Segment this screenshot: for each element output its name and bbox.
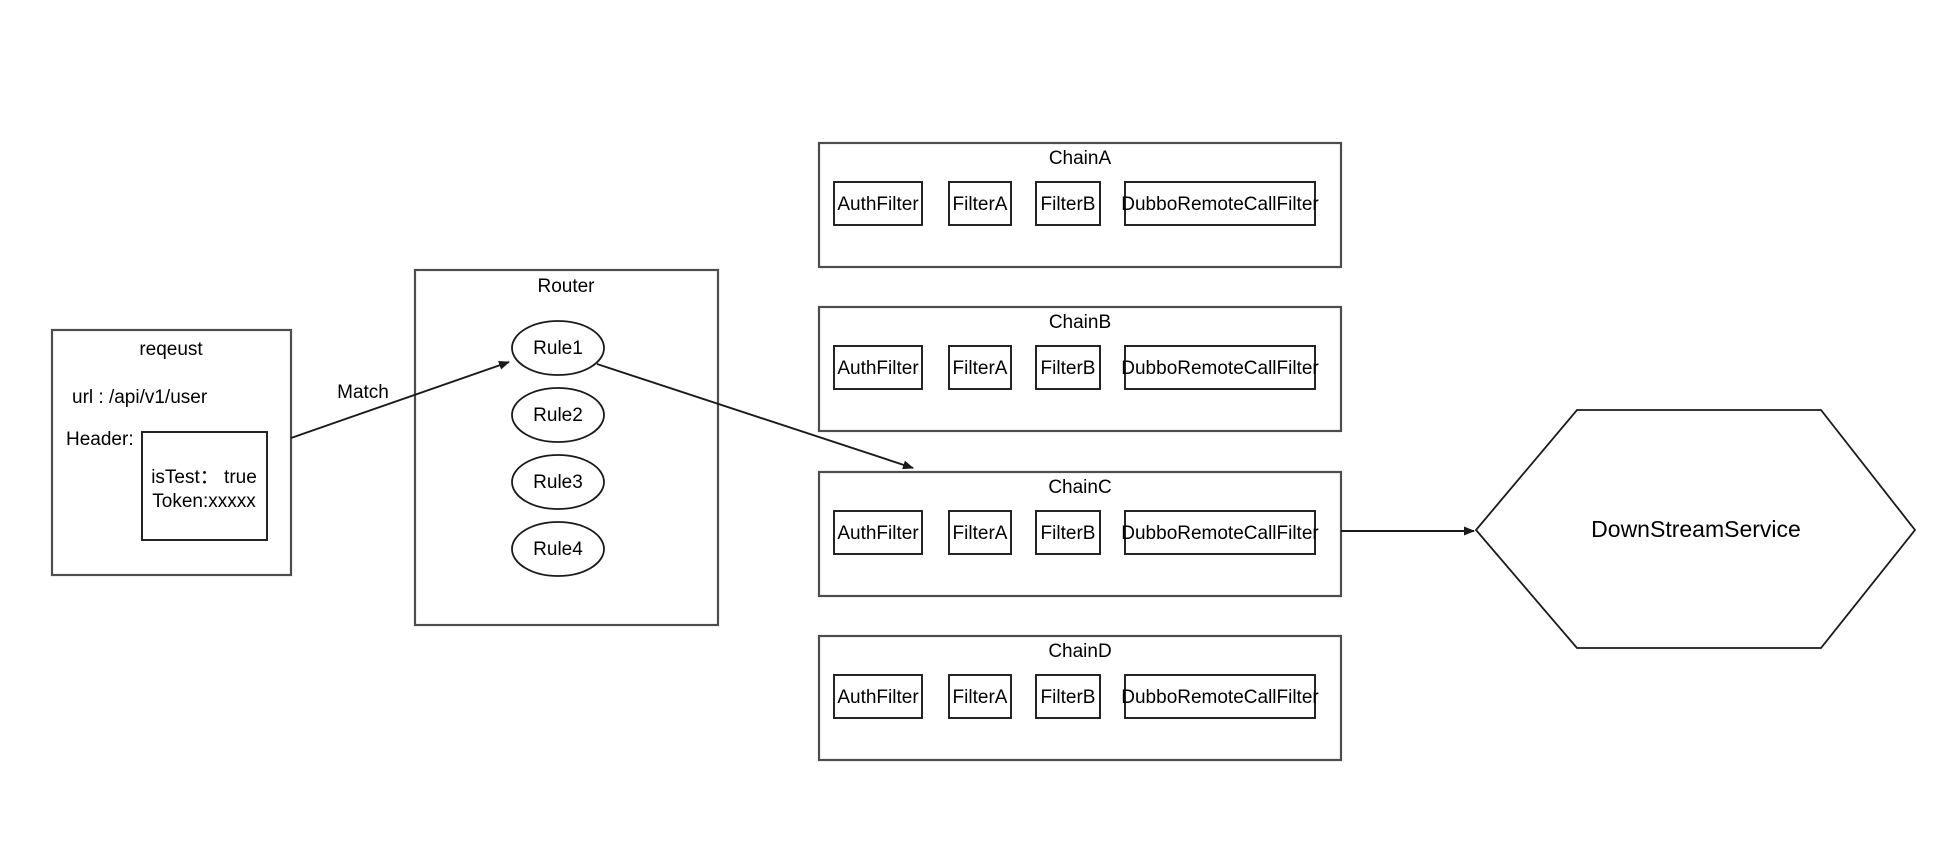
chaind-filter-filterb[interactable]: FilterB (1035, 674, 1101, 719)
chainc-title: ChainC (1048, 477, 1111, 498)
rule4-ellipse[interactable] (511, 521, 605, 577)
chain-node-a[interactable]: ChainA AuthFilter FilterA FilterB DubboR… (817, 141, 1343, 269)
chainb-filter-box-2[interactable] (1035, 345, 1101, 390)
chainc-filter-dubboremotecallfilter[interactable]: DubboRemoteCallFilter (1121, 510, 1319, 555)
rule1-ellipse[interactable] (511, 320, 605, 376)
chaina-filter-filterb[interactable]: FilterB (1035, 181, 1101, 226)
chainb-filter-label-1: FilterA (953, 358, 1008, 379)
chaind-filter-box-1[interactable] (948, 674, 1012, 719)
chainb-filter-label-3: DubboRemoteCallFilter (1121, 358, 1319, 379)
chain-node-d[interactable]: ChainD AuthFilter FilterA FilterB DubboR… (817, 634, 1343, 762)
chaina-filter-authfilter[interactable]: AuthFilter (833, 181, 923, 226)
header-entry-token: Token:xxxxx (152, 491, 256, 512)
downstream-hexagon[interactable] (1474, 409, 1917, 649)
edge-request-to-rule1: Match (290, 361, 510, 439)
chainc-filter-box-1[interactable] (948, 510, 1012, 555)
rule-item-3[interactable]: Rule3 (511, 454, 605, 510)
chainc-filter-label-2: FilterB (1041, 523, 1096, 544)
router-title: Router (537, 276, 595, 297)
chainb-filter-box-0[interactable] (833, 345, 923, 390)
chainc-filter-label-3: DubboRemoteCallFilter (1121, 523, 1319, 544)
chainb-filter-label-2: FilterB (1041, 358, 1096, 379)
chaina-filter-box-0[interactable] (833, 181, 923, 226)
chainc-filter-filtera[interactable]: FilterA (948, 510, 1012, 555)
chaind-filter-label-0: AuthFilter (837, 687, 919, 708)
chaind-filter-dubboremotecallfilter[interactable]: DubboRemoteCallFilter (1121, 674, 1319, 719)
chaina-filter-box-1[interactable] (948, 181, 1012, 226)
chaind-filter-filtera[interactable]: FilterA (948, 674, 1012, 719)
rule1-label: Rule1 (533, 338, 583, 359)
rule-item-1[interactable]: Rule1 (511, 320, 605, 376)
downstream-service-node[interactable]: DownStreamService (1474, 409, 1917, 649)
rule3-label: Rule3 (533, 472, 583, 493)
chaina-filter-dubboremotecallfilter[interactable]: DubboRemoteCallFilter (1121, 181, 1319, 226)
chainc-filter-label-0: AuthFilter (837, 523, 919, 544)
downstream-label: DownStreamService (1591, 516, 1801, 542)
chaind-filter-label-2: FilterB (1041, 687, 1096, 708)
chaina-filter-label-3: DubboRemoteCallFilter (1121, 194, 1319, 215)
rule2-ellipse[interactable] (511, 387, 605, 443)
chainb-filter-filtera[interactable]: FilterA (948, 345, 1012, 390)
request-title: reqeust (139, 339, 203, 360)
request-url: url : /api/v1/user (72, 387, 208, 408)
chainb-filter-filterb[interactable]: FilterB (1035, 345, 1101, 390)
edge-rule1-to-chainc (596, 363, 914, 470)
rule4-label: Rule4 (533, 539, 583, 560)
chaina-filter-label-1: FilterA (953, 194, 1008, 215)
chaind-filter-box-0[interactable] (833, 674, 923, 719)
request-header-label: Header: (66, 429, 134, 450)
chainc-filter-box-0[interactable] (833, 510, 923, 555)
rule3-ellipse[interactable] (511, 454, 605, 510)
chainb-filter-label-0: AuthFilter (837, 358, 919, 379)
router-node[interactable]: Router Rule1 Rule2 Rule3 Rule4 (413, 268, 720, 627)
chainb-filter-box-1[interactable] (948, 345, 1012, 390)
chaind-filter-label-1: FilterA (953, 687, 1008, 708)
rule2-label: Rule2 (533, 405, 583, 426)
chain-node-c[interactable]: ChainC AuthFilter FilterA FilterB DubboR… (817, 470, 1343, 598)
chainb-filter-box-3[interactable] (1124, 345, 1316, 390)
edge-rule1-to-chainc-line (596, 363, 914, 470)
chainc-filter-box-3[interactable] (1124, 510, 1316, 555)
chainc-filter-label-1: FilterA (953, 523, 1008, 544)
chaina-filter-box-3[interactable] (1124, 181, 1316, 226)
chaind-filter-box-3[interactable] (1124, 674, 1316, 719)
chaind-filter-box-2[interactable] (1035, 674, 1101, 719)
chaina-filter-label-2: FilterB (1041, 194, 1096, 215)
chaina-filter-filtera[interactable]: FilterA (948, 181, 1012, 226)
rule-item-2[interactable]: Rule2 (511, 387, 605, 443)
chaind-filter-authfilter[interactable]: AuthFilter (833, 674, 923, 719)
edge-label-match: Match (337, 382, 389, 403)
rule-item-4[interactable]: Rule4 (511, 521, 605, 577)
edge-request-to-rule1-line (290, 361, 510, 439)
chaind-filter-label-3: DubboRemoteCallFilter (1121, 687, 1319, 708)
header-entry-istest: isTest： true (151, 467, 257, 488)
chaind-title: ChainD (1048, 641, 1111, 662)
chain-node-b[interactable]: ChainB AuthFilter FilterA FilterB DubboR… (817, 305, 1343, 433)
chainb-filter-dubboremotecallfilter[interactable]: DubboRemoteCallFilter (1121, 345, 1319, 390)
chaina-filter-label-0: AuthFilter (837, 194, 919, 215)
chainc-filter-filterb[interactable]: FilterB (1035, 510, 1101, 555)
chaina-title: ChainA (1049, 148, 1112, 169)
chainb-title: ChainB (1049, 312, 1111, 333)
request-node[interactable]: reqeust url : /api/v1/user Header: isTes… (50, 328, 293, 577)
chainb-filter-authfilter[interactable]: AuthFilter (833, 345, 923, 390)
chainc-filter-authfilter[interactable]: AuthFilter (833, 510, 923, 555)
request-header-box[interactable] (141, 431, 268, 541)
chainc-filter-box-2[interactable] (1035, 510, 1101, 555)
chaina-filter-box-2[interactable] (1035, 181, 1101, 226)
